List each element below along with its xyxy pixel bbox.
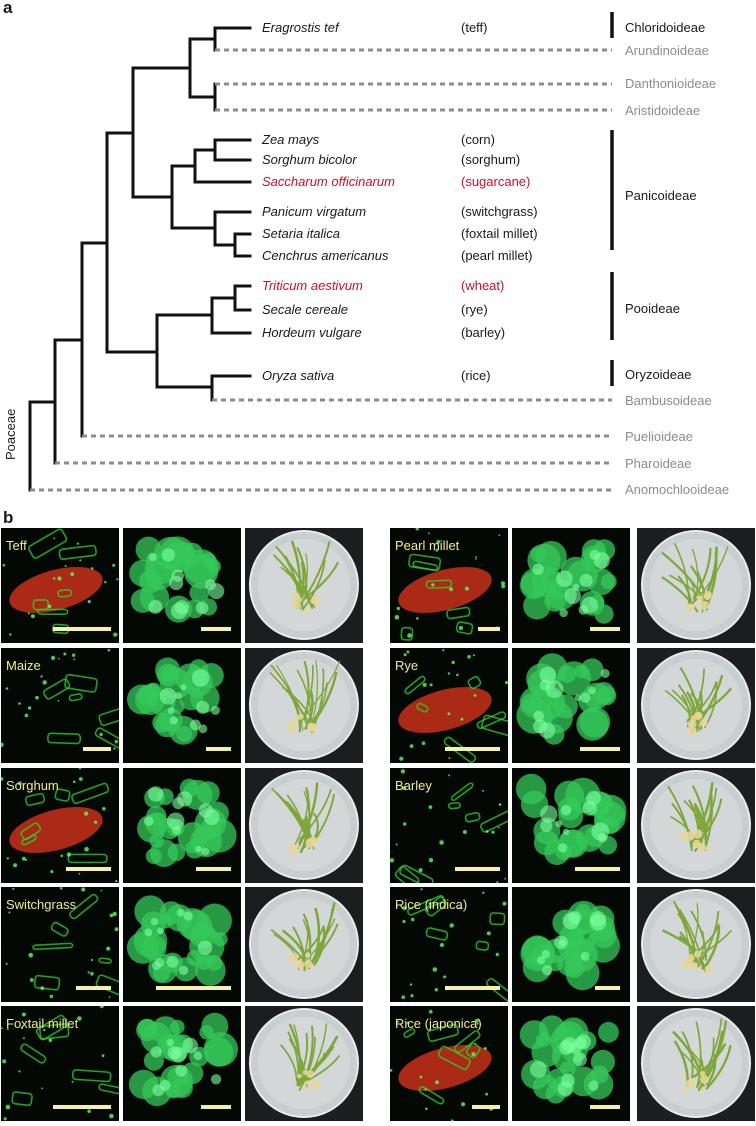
- species-image-label: Teff: [6, 538, 27, 553]
- regenerated-plant-image: [637, 887, 755, 1002]
- species-image-label: Rye: [395, 658, 419, 673]
- species-name: Panicum virgatum: [262, 204, 367, 219]
- explant-image: Switchgrass: [1, 887, 119, 1002]
- scale-bar: [472, 1105, 500, 1109]
- explant-image: Rice (japonica): [390, 1006, 508, 1121]
- panel-label-b: b: [3, 508, 14, 527]
- subfamily-oryzoideae: Oryzoideae: [625, 367, 692, 382]
- scale-bar: [580, 747, 620, 751]
- species-name: Oryza sativa: [262, 368, 335, 383]
- common-name: (sugarcane): [461, 174, 531, 189]
- regenerated-plant-image: [245, 887, 363, 1002]
- subfamily-danthonioideae: Danthonioideae: [625, 76, 717, 91]
- family-label: Poaceae: [3, 408, 18, 460]
- common-name: (rye): [461, 302, 488, 317]
- scale-bar: [445, 747, 500, 751]
- regenerated-plant-image: [637, 648, 755, 763]
- species-name: Zea mays: [262, 132, 320, 147]
- species-name: Triticum aestivum: [262, 278, 363, 293]
- callus-image: [123, 528, 241, 643]
- species-image-label: Pearl millet: [395, 538, 460, 553]
- species-image-label: Sorghum: [6, 778, 59, 793]
- scale-bar: [206, 747, 231, 751]
- scale-bar: [76, 986, 111, 990]
- scale-bar: [590, 627, 620, 631]
- regenerated-plant-image: [245, 768, 363, 883]
- phylogenetic-tree: [28, 12, 614, 492]
- scale-bar: [83, 747, 111, 751]
- common-name: (barley): [461, 325, 506, 340]
- scale-bar: [455, 867, 500, 871]
- species-name: Cenchrus americanus: [262, 248, 389, 263]
- callus-image: [123, 648, 241, 763]
- species-image-label: Foxtail millet: [6, 1016, 79, 1031]
- explant-image: Maize: [1, 648, 119, 763]
- species-image-label: Switchgrass: [6, 897, 77, 912]
- subfamily-bambusoideae: Bambusoideae: [625, 393, 712, 408]
- common-name: (sorghum): [461, 152, 521, 167]
- subfamily-pooideae: Pooideae: [625, 301, 680, 316]
- subfamily-puelioideae: Puelioideae: [625, 429, 693, 444]
- species-image-label: Maize: [6, 658, 41, 673]
- regenerated-plant-image: [245, 1006, 363, 1121]
- subfamily-arundinoideae: Arundinoideae: [625, 43, 709, 58]
- callus-image: [512, 768, 630, 883]
- species-name: Setaria italica: [262, 226, 341, 241]
- common-name: (corn): [461, 132, 495, 147]
- callus-image: [512, 1006, 630, 1121]
- species-image-label: Rice (japonica): [395, 1016, 482, 1031]
- explant-image: Pearl millet: [390, 528, 508, 643]
- explant-image: Teff: [1, 528, 119, 643]
- subfamily-aristidoideae: Aristidoideae: [625, 103, 701, 118]
- callus-image: [512, 648, 630, 763]
- species-name: Secale cereale: [262, 302, 348, 317]
- subfamily-anomochlooideae: Anomochlooideae: [625, 482, 730, 497]
- scale-bar: [156, 986, 231, 990]
- scale-bar: [201, 1105, 231, 1109]
- scale-bar: [196, 867, 231, 871]
- regenerated-plant-image: [245, 528, 363, 643]
- common-name: (rice): [461, 368, 491, 383]
- species-name: Sorghum bicolor: [262, 152, 357, 167]
- scale-bar: [53, 1105, 111, 1109]
- regenerated-plant-image: [637, 768, 755, 883]
- scale-bar: [575, 867, 620, 871]
- explant-image: Sorghum: [1, 768, 119, 883]
- subfamily-pharoideae: Pharoideae: [625, 456, 692, 471]
- scale-bar: [66, 867, 111, 871]
- common-name: (teff): [461, 20, 488, 35]
- panel-label-a: a: [3, 0, 13, 17]
- callus-image: [512, 528, 630, 643]
- scale-bar: [445, 986, 500, 990]
- species-name: Saccharum officinarum: [262, 174, 395, 189]
- subfamily-chloridoideae: Chloridoideae: [625, 20, 706, 35]
- common-name: (foxtail millet): [461, 226, 538, 241]
- regenerated-plant-image: [637, 528, 755, 643]
- species-image-label: Barley: [395, 778, 432, 793]
- scale-bar: [478, 627, 500, 631]
- species-name: Hordeum vulgare: [262, 325, 362, 340]
- common-name: (switchgrass): [461, 204, 538, 219]
- scale-bar: [595, 986, 620, 990]
- subfamily-panicoideae: Panicoideae: [625, 188, 697, 203]
- callus-image: [512, 887, 630, 1002]
- regenerated-plant-image: [245, 648, 363, 763]
- callus-image: [123, 768, 241, 883]
- species-image-label: Rice (indica): [395, 897, 468, 912]
- species-name: Eragrostis tef: [262, 20, 339, 35]
- explant-image: Rice (indica): [390, 887, 508, 1002]
- callus-image: [123, 887, 241, 1002]
- scale-bar: [201, 627, 231, 631]
- scale-bar: [53, 627, 111, 631]
- common-name: (wheat): [461, 278, 505, 293]
- scale-bar: [590, 1105, 620, 1109]
- explant-image: Rye: [390, 648, 508, 763]
- callus-image: [123, 1006, 241, 1121]
- explant-image: Foxtail millet: [1, 1006, 119, 1121]
- common-name: (pearl millet): [461, 248, 533, 263]
- regenerated-plant-image: [637, 1006, 755, 1121]
- explant-image: Barley: [390, 768, 508, 883]
